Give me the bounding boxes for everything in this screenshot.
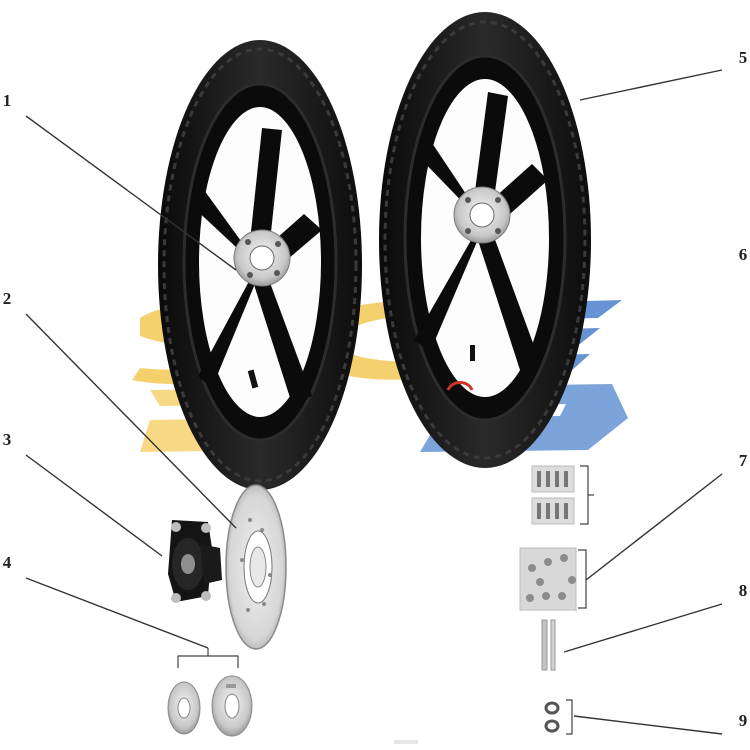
callout-2: 2 xyxy=(2,289,12,308)
callout-4: 4 xyxy=(2,553,12,572)
front-wheel-assembly xyxy=(158,40,362,490)
rear-valve-stem xyxy=(470,345,475,361)
callout-5: 5 xyxy=(738,48,748,67)
rear-tire-tread xyxy=(383,20,587,460)
bearing-sets xyxy=(519,465,577,611)
brake-disc xyxy=(225,484,287,650)
hub-covers xyxy=(167,675,253,737)
hub-carrier xyxy=(168,520,222,603)
axle-pins xyxy=(541,619,556,671)
callout-3: 3 xyxy=(2,430,12,449)
leader-lines xyxy=(25,69,723,735)
callout-8: 8 xyxy=(738,581,748,600)
bottom-watermark-mark xyxy=(394,740,418,744)
rear-hub xyxy=(453,186,511,244)
callout-9: 9 xyxy=(738,711,748,730)
washers xyxy=(544,701,560,733)
callout-7: 7 xyxy=(738,451,748,470)
front-tire-tread xyxy=(162,47,358,483)
callout-6: 6 xyxy=(738,245,748,264)
group-brackets xyxy=(177,465,594,735)
front-valve-stem xyxy=(247,369,259,389)
front-hub xyxy=(233,229,291,287)
rear-wheel-assembly xyxy=(379,12,591,468)
callout-1: 1 xyxy=(2,91,12,110)
rear-rim-decal xyxy=(446,381,474,391)
